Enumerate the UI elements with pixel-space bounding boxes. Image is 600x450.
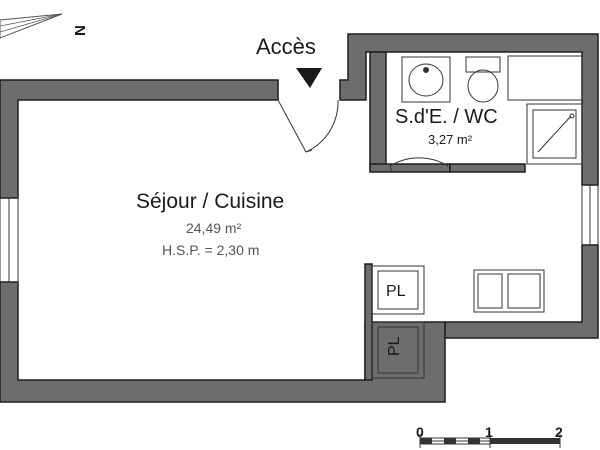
access-label: Accès [256,34,316,59]
scale-tick-2: 2 [555,424,563,440]
window-left [0,198,19,282]
sink-icon [401,56,451,103]
bathroom-name: S.d'E. / WC [395,106,498,128]
closet-2-label: PL [386,336,403,356]
window-right [581,185,599,245]
scale-tick-0: 0 [416,424,424,440]
shower-icon [507,55,583,165]
living-room-name: Séjour / Cuisine [136,190,285,213]
kitchen-sink-icon [473,269,545,313]
closet-1 [371,265,425,315]
closet-1-label: PL [386,283,406,300]
bathroom-door [389,157,449,173]
closet-2 [371,321,425,379]
scale-bar [419,434,561,448]
scale-tick-1: 1 [485,424,493,440]
bathroom-area: 3,27 m² [428,132,473,147]
access-arrow-icon [296,68,322,88]
living-room-area: 24,49 m² [186,220,242,236]
ceiling-height: H.S.P. = 2,30 m [162,242,260,258]
north-label: N [70,25,88,36]
north-arrow-icon [0,13,63,39]
toilet-icon [465,56,501,103]
entrance-door [277,99,339,153]
